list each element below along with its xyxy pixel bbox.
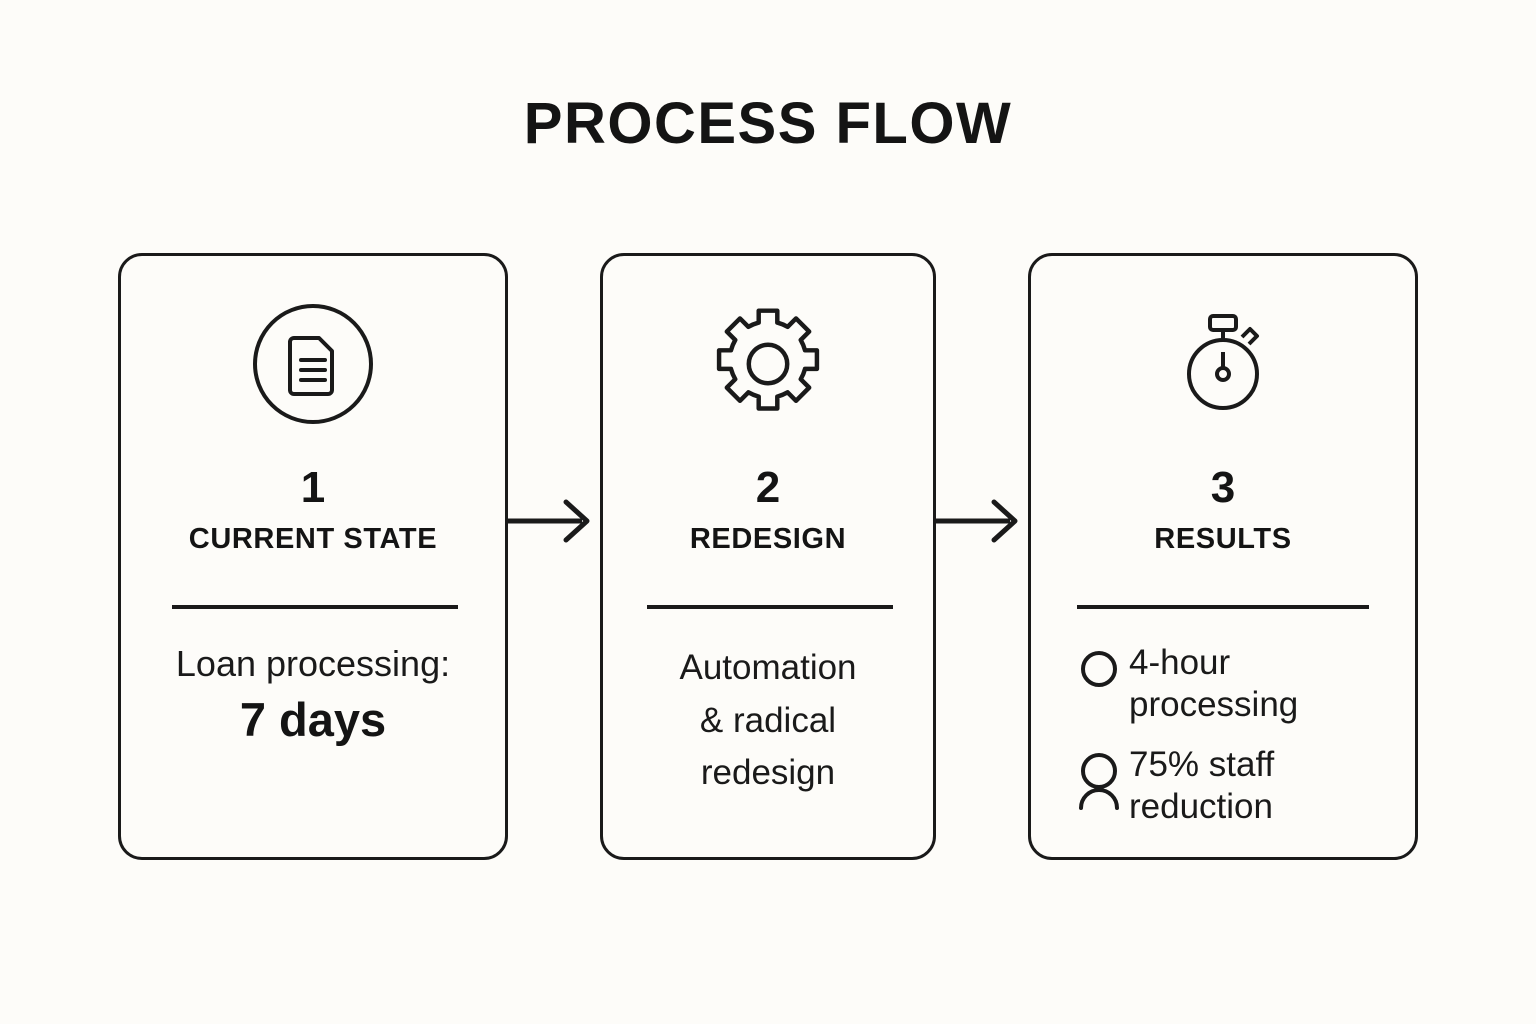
body-text: Loan processing: [175, 643, 451, 684]
step-label: REDESIGN [689, 523, 847, 555]
card-body: Automation & radical redesign [603, 642, 933, 800]
process-step-card-3[interactable]: 3 RESULTS 4-hour processing 7 [1028, 253, 1418, 860]
process-step-card-1[interactable]: 1 CURRENT STATE Loan processing: 7 days [118, 253, 508, 860]
step-number: 3 [1210, 463, 1236, 512]
step-label: RESULTS [1154, 523, 1292, 555]
card-divider [647, 605, 893, 609]
card-body: Loan processing: 7 days [121, 642, 505, 748]
step-label: CURRENT STATE [188, 523, 438, 555]
results-list: 4-hour processing 75% staff reduction [1077, 642, 1391, 846]
process-step-card-2[interactable]: 2 REDESIGN Automation & radical redesign [600, 253, 936, 860]
card-divider [1077, 605, 1369, 609]
body-text-line-1: Automation [679, 648, 857, 687]
card-divider [172, 605, 458, 609]
body-highlight: 7 days [239, 692, 387, 746]
step-number: 1 [300, 463, 326, 512]
list-item-label: 75% staff reduction [1129, 745, 1275, 826]
list-item: 75% staff reduction [1077, 744, 1391, 828]
page-title: PROCESS FLOW [523, 91, 1013, 156]
stopwatch-icon [1031, 294, 1415, 434]
body-text-line-3: redesign [700, 753, 836, 792]
gear-icon [603, 294, 933, 434]
step-number: 2 [755, 463, 781, 512]
arrow-step2-to-step3 [936, 496, 1028, 546]
circle-bullet-icon [1077, 642, 1123, 708]
document-in-circle-icon [121, 294, 505, 434]
list-item-label: 4-hour processing [1129, 643, 1299, 724]
body-text-line-2: & radical [699, 700, 837, 740]
arrow-step1-to-step2 [508, 496, 600, 546]
list-item: 4-hour processing [1077, 642, 1391, 726]
person-icon [1077, 744, 1123, 810]
